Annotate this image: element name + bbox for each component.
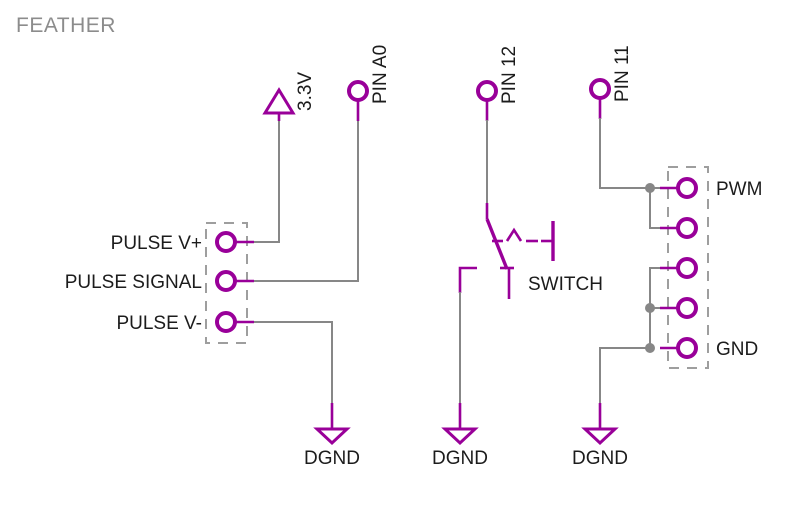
- switch-symbol: SWITCH: [458, 203, 603, 299]
- junction-dot: [645, 343, 655, 353]
- pin-circle: [676, 257, 698, 279]
- ground-triangle-icon: [581, 427, 619, 446]
- label-pin-a0: PIN A0: [370, 45, 391, 104]
- label-switch: SWITCH: [528, 274, 603, 295]
- dgnd-left-symbol: DGND: [304, 403, 360, 469]
- label-pulse-vminus: PULSE V-: [116, 313, 202, 334]
- pin-circle-pulse-signal: [215, 270, 237, 292]
- wire-gnd-to-dgnd: [599, 347, 650, 404]
- pin-circle-pulse-vminus: [215, 311, 237, 333]
- page-title: FEATHER: [16, 14, 116, 37]
- pin-12: PIN 12: [476, 46, 520, 204]
- label-dgnd-left: DGND: [304, 448, 360, 469]
- power-3v3-symbol: 3.3V: [262, 72, 316, 121]
- wire-pin11-to-pwm: [599, 118, 662, 189]
- pin-circle-11: [589, 78, 611, 100]
- label-pwm: PWM: [716, 179, 762, 200]
- ground-triangle-icon: [441, 427, 479, 446]
- wire-gnd-branch: [649, 267, 662, 348]
- label-gnd: GND: [716, 339, 758, 360]
- pin-a0: PIN A0: [347, 45, 391, 121]
- pin-circle-gnd: [676, 337, 698, 359]
- ground-triangle-icon: [313, 427, 351, 446]
- wire-pulse-vplus-to-3v3: [253, 121, 280, 243]
- wire-pulse-signal-to-pin-a0: [253, 120, 359, 282]
- switch-lever: [485, 218, 509, 270]
- pin-circle-12: [476, 80, 498, 102]
- wire-pwm-branch: [649, 188, 662, 229]
- pin-circle: [676, 217, 698, 239]
- pin-circle: [676, 297, 698, 319]
- connector-outline: [205, 222, 248, 344]
- label-pulse-vplus: PULSE V+: [111, 233, 202, 254]
- label-3v3: 3.3V: [295, 72, 316, 111]
- dgnd-right-symbol: DGND: [572, 403, 628, 469]
- pin-11: PIN 11: [589, 45, 633, 119]
- power-triangle-icon: [262, 87, 296, 115]
- right-connector: PWM GND: [599, 118, 762, 404]
- switch-left-terminal: [458, 266, 477, 293]
- label-pin-12: PIN 12: [499, 46, 520, 104]
- pin-circle-a0: [347, 80, 369, 102]
- label-pulse-signal: PULSE SIGNAL: [65, 272, 202, 293]
- label-dgnd-right: DGND: [572, 448, 628, 469]
- dgnd-middle-symbol: DGND: [432, 292, 488, 469]
- junction-dot: [645, 303, 655, 313]
- label-pin-11: PIN 11: [612, 45, 633, 102]
- actuator-caret-icon: [505, 227, 523, 242]
- pin-circle-pulse-vplus: [215, 231, 237, 253]
- left-connector: PULSE V+ PULSE SIGNAL PULSE V-: [65, 120, 359, 404]
- wire-pulse-vminus-to-dgnd: [253, 321, 333, 404]
- junction-dot: [645, 183, 655, 193]
- pin-circle-pwm: [676, 177, 698, 199]
- label-dgnd-middle: DGND: [432, 448, 488, 469]
